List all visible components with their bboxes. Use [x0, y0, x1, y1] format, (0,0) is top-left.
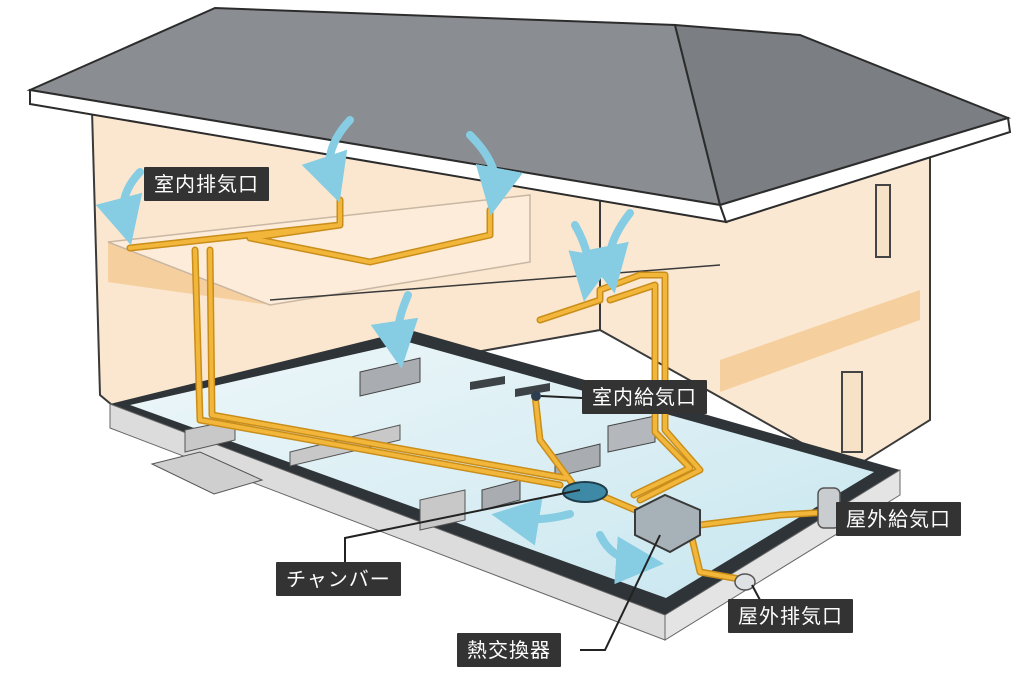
- airflow-arrow-icon: [95, 168, 144, 246]
- outdoor-exhaust-hood: [734, 573, 756, 591]
- leader-chamber: [344, 489, 581, 570]
- vent-grille-1: [470, 376, 505, 390]
- airflow-arrow-icon: [370, 291, 419, 369]
- floor-divider-line: [269, 264, 721, 301]
- window-upper: [875, 184, 891, 258]
- leader-outdoor-exhaust: [751, 584, 761, 601]
- window-lower: [841, 371, 863, 453]
- label-indoor-supply-vent: 室内給気口: [582, 380, 707, 414]
- label-indoor-exhaust-vent: 室内排気口: [144, 167, 269, 201]
- airflow-arrows: [95, 116, 664, 585]
- block-4: [607, 415, 656, 453]
- roof: [26, 6, 1012, 224]
- leader-indoor-supply: [540, 395, 583, 399]
- leader-lines: [344, 395, 840, 651]
- airflow-arrow-icon: [301, 116, 354, 203]
- vent-grille-2: [515, 383, 550, 397]
- indoor-supply-outlet: [531, 391, 541, 401]
- label-outdoor-exhaust-vent: 屋外排気口: [728, 599, 853, 633]
- airflow-arrow-icon: [466, 131, 523, 216]
- airflow-arrow-icon: [596, 531, 664, 585]
- label-outdoor-supply-vent: 屋外給気口: [836, 502, 961, 536]
- airflow-arrow-icon: [581, 209, 634, 294]
- floor-band-right: [720, 290, 920, 392]
- label-chamber: チャンバー: [276, 562, 401, 596]
- foundation-step: [150, 451, 264, 495]
- label-heat-exchanger: 熱交換器: [457, 633, 561, 667]
- chamber-unit: [562, 481, 608, 503]
- block-2: [554, 443, 601, 478]
- leader-heat-exchanger: [580, 534, 661, 651]
- roof-eave-right: [718, 116, 1012, 224]
- airflow-arrow-icon: [491, 498, 574, 546]
